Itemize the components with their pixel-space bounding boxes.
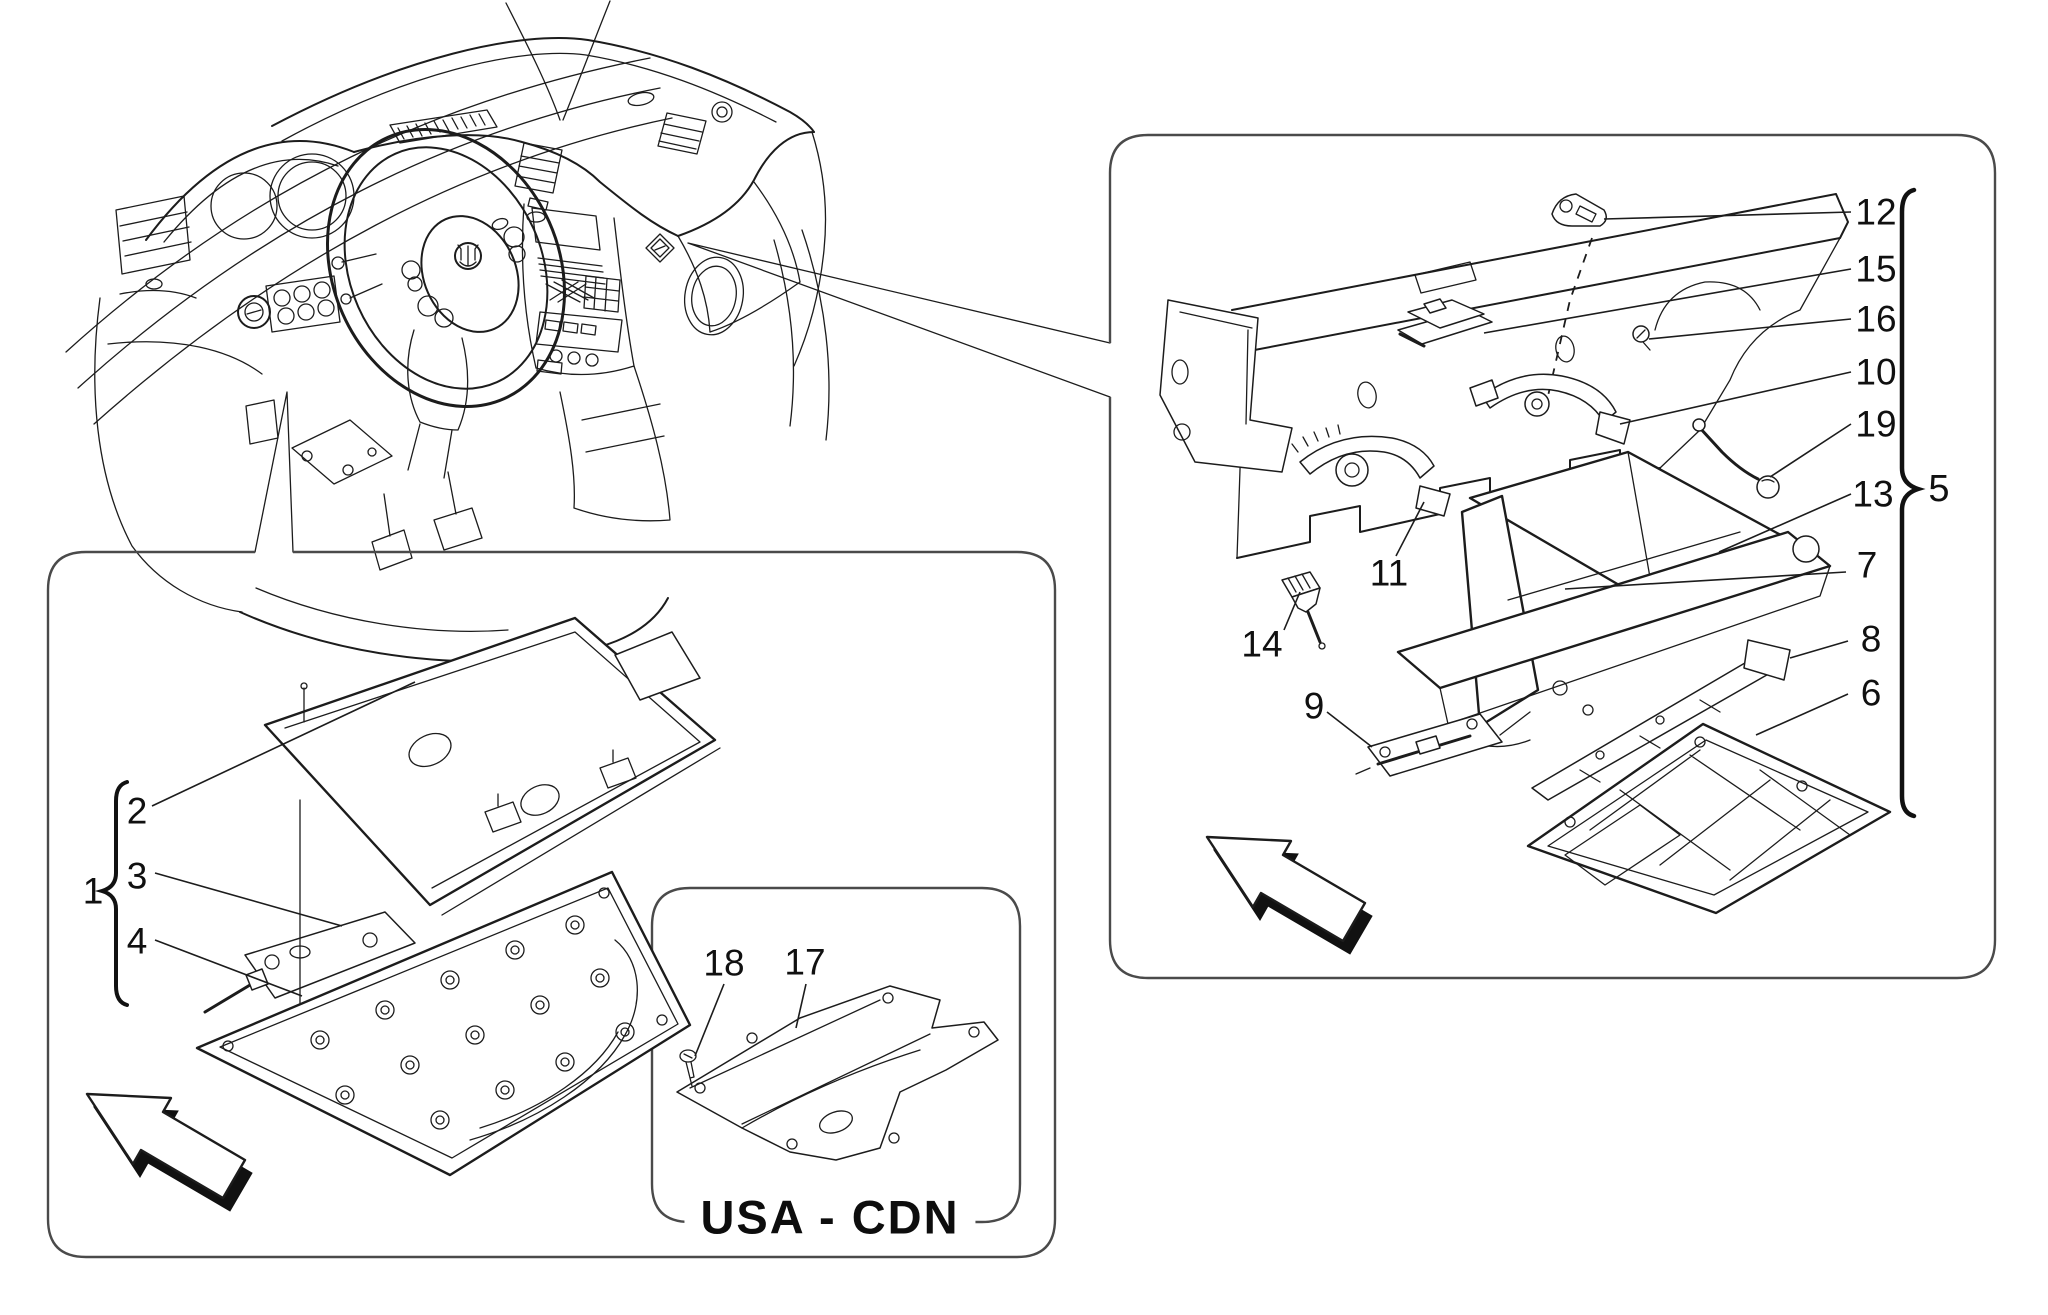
grommets (310, 915, 635, 1130)
callout-8: 8 (1860, 618, 1882, 660)
splash-shield-part (676, 985, 999, 1161)
glovebox-lid-part (1526, 722, 1892, 915)
screw-part (679, 1049, 697, 1087)
bumper-part (1632, 325, 1651, 351)
leader-lines (151, 211, 1852, 1057)
callout-16: 16 (1855, 298, 1897, 340)
group-brace-5 (1899, 187, 1926, 819)
left-panel-frame (46, 550, 1057, 1259)
hinge-part (1355, 713, 1503, 777)
left-vent (115, 195, 197, 299)
callout-17: 17 (784, 941, 826, 983)
group-brace-1 (94, 780, 129, 1007)
hidden-edge-dashed-line (1547, 237, 1593, 397)
region-label-usa-cdn: USA - CDN (684, 1191, 976, 1243)
callout-2: 2 (126, 790, 148, 832)
callout-7: 7 (1856, 544, 1878, 586)
hinge-bracket-part (203, 799, 416, 1014)
usa-region-frame (650, 886, 1022, 1224)
bin-tray-part (1396, 530, 1832, 748)
callout-5: 5 (1928, 468, 1950, 510)
pointer-wedge-right (687, 242, 1111, 398)
center-stack (521, 203, 635, 376)
callout-18: 18 (703, 942, 745, 984)
trident-badge-icon (454, 242, 482, 270)
callout-9: 9 (1303, 685, 1325, 727)
damper-right-part (1469, 373, 1631, 445)
dash-glovebox-area (645, 229, 830, 441)
direction-arrow-left-icon (85, 1092, 253, 1212)
lid-mechanism-part (1531, 639, 1791, 801)
airbag-badge-icon (645, 233, 675, 263)
link-rod-part (1692, 418, 1780, 499)
callout-3: 3 (126, 855, 148, 897)
under-tray-part (195, 870, 692, 1177)
callout-12: 12 (1855, 191, 1897, 233)
upper-cover-part (263, 616, 721, 916)
direction-arrow-right-icon (1205, 835, 1373, 955)
damper-left-part (1291, 424, 1451, 517)
stop-bracket-part (1551, 193, 1607, 227)
callout-6: 6 (1860, 672, 1882, 714)
dash-substrate-part (1159, 193, 1849, 559)
sensor-plug-part (1281, 571, 1326, 650)
callout-1: 1 (82, 870, 104, 912)
dashboard-sketch (65, 0, 830, 663)
right-panel-frame (1108, 133, 1997, 980)
pointer-wedge-left (254, 391, 294, 553)
steering-wheel (326, 128, 566, 431)
under-dash (94, 297, 671, 663)
latch-part (1397, 298, 1493, 348)
callout-19: 19 (1855, 403, 1897, 445)
callout-10: 10 (1855, 351, 1897, 393)
callout-14: 14 (1241, 623, 1283, 665)
callout-15: 15 (1855, 248, 1897, 290)
side-vent (657, 101, 733, 155)
switch-panel (237, 275, 341, 333)
callout-13: 13 (1852, 473, 1894, 515)
callout-11: 11 (1369, 552, 1409, 594)
callout-4: 4 (126, 920, 148, 962)
